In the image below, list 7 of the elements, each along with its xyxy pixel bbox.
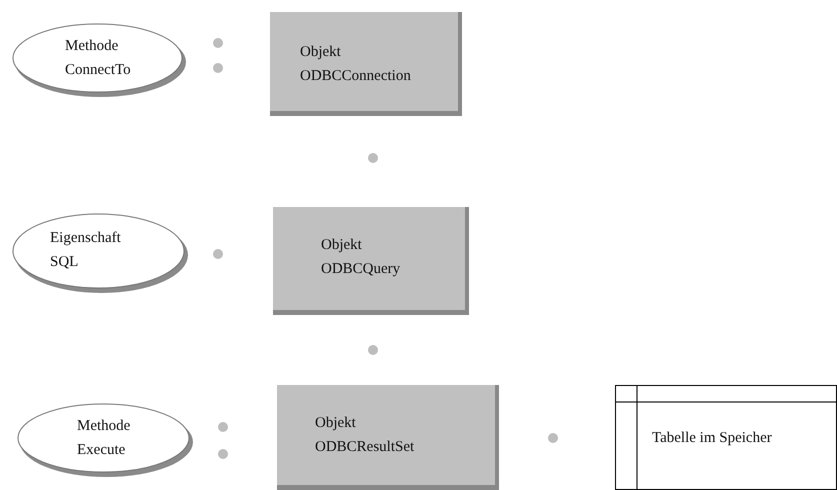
node-label: Eigenschaft SQL	[50, 229, 121, 272]
node-label: Objekt ODBCResultSet	[315, 414, 414, 457]
node-label: Methode ConnectTo	[65, 37, 131, 80]
node-label: Methode Execute	[77, 417, 130, 460]
node-label: Tabelle im Speicher	[652, 429, 773, 448]
node-label: Objekt ODBCConnection	[300, 43, 411, 86]
node-label: Objekt ODBCQuery	[321, 236, 400, 279]
